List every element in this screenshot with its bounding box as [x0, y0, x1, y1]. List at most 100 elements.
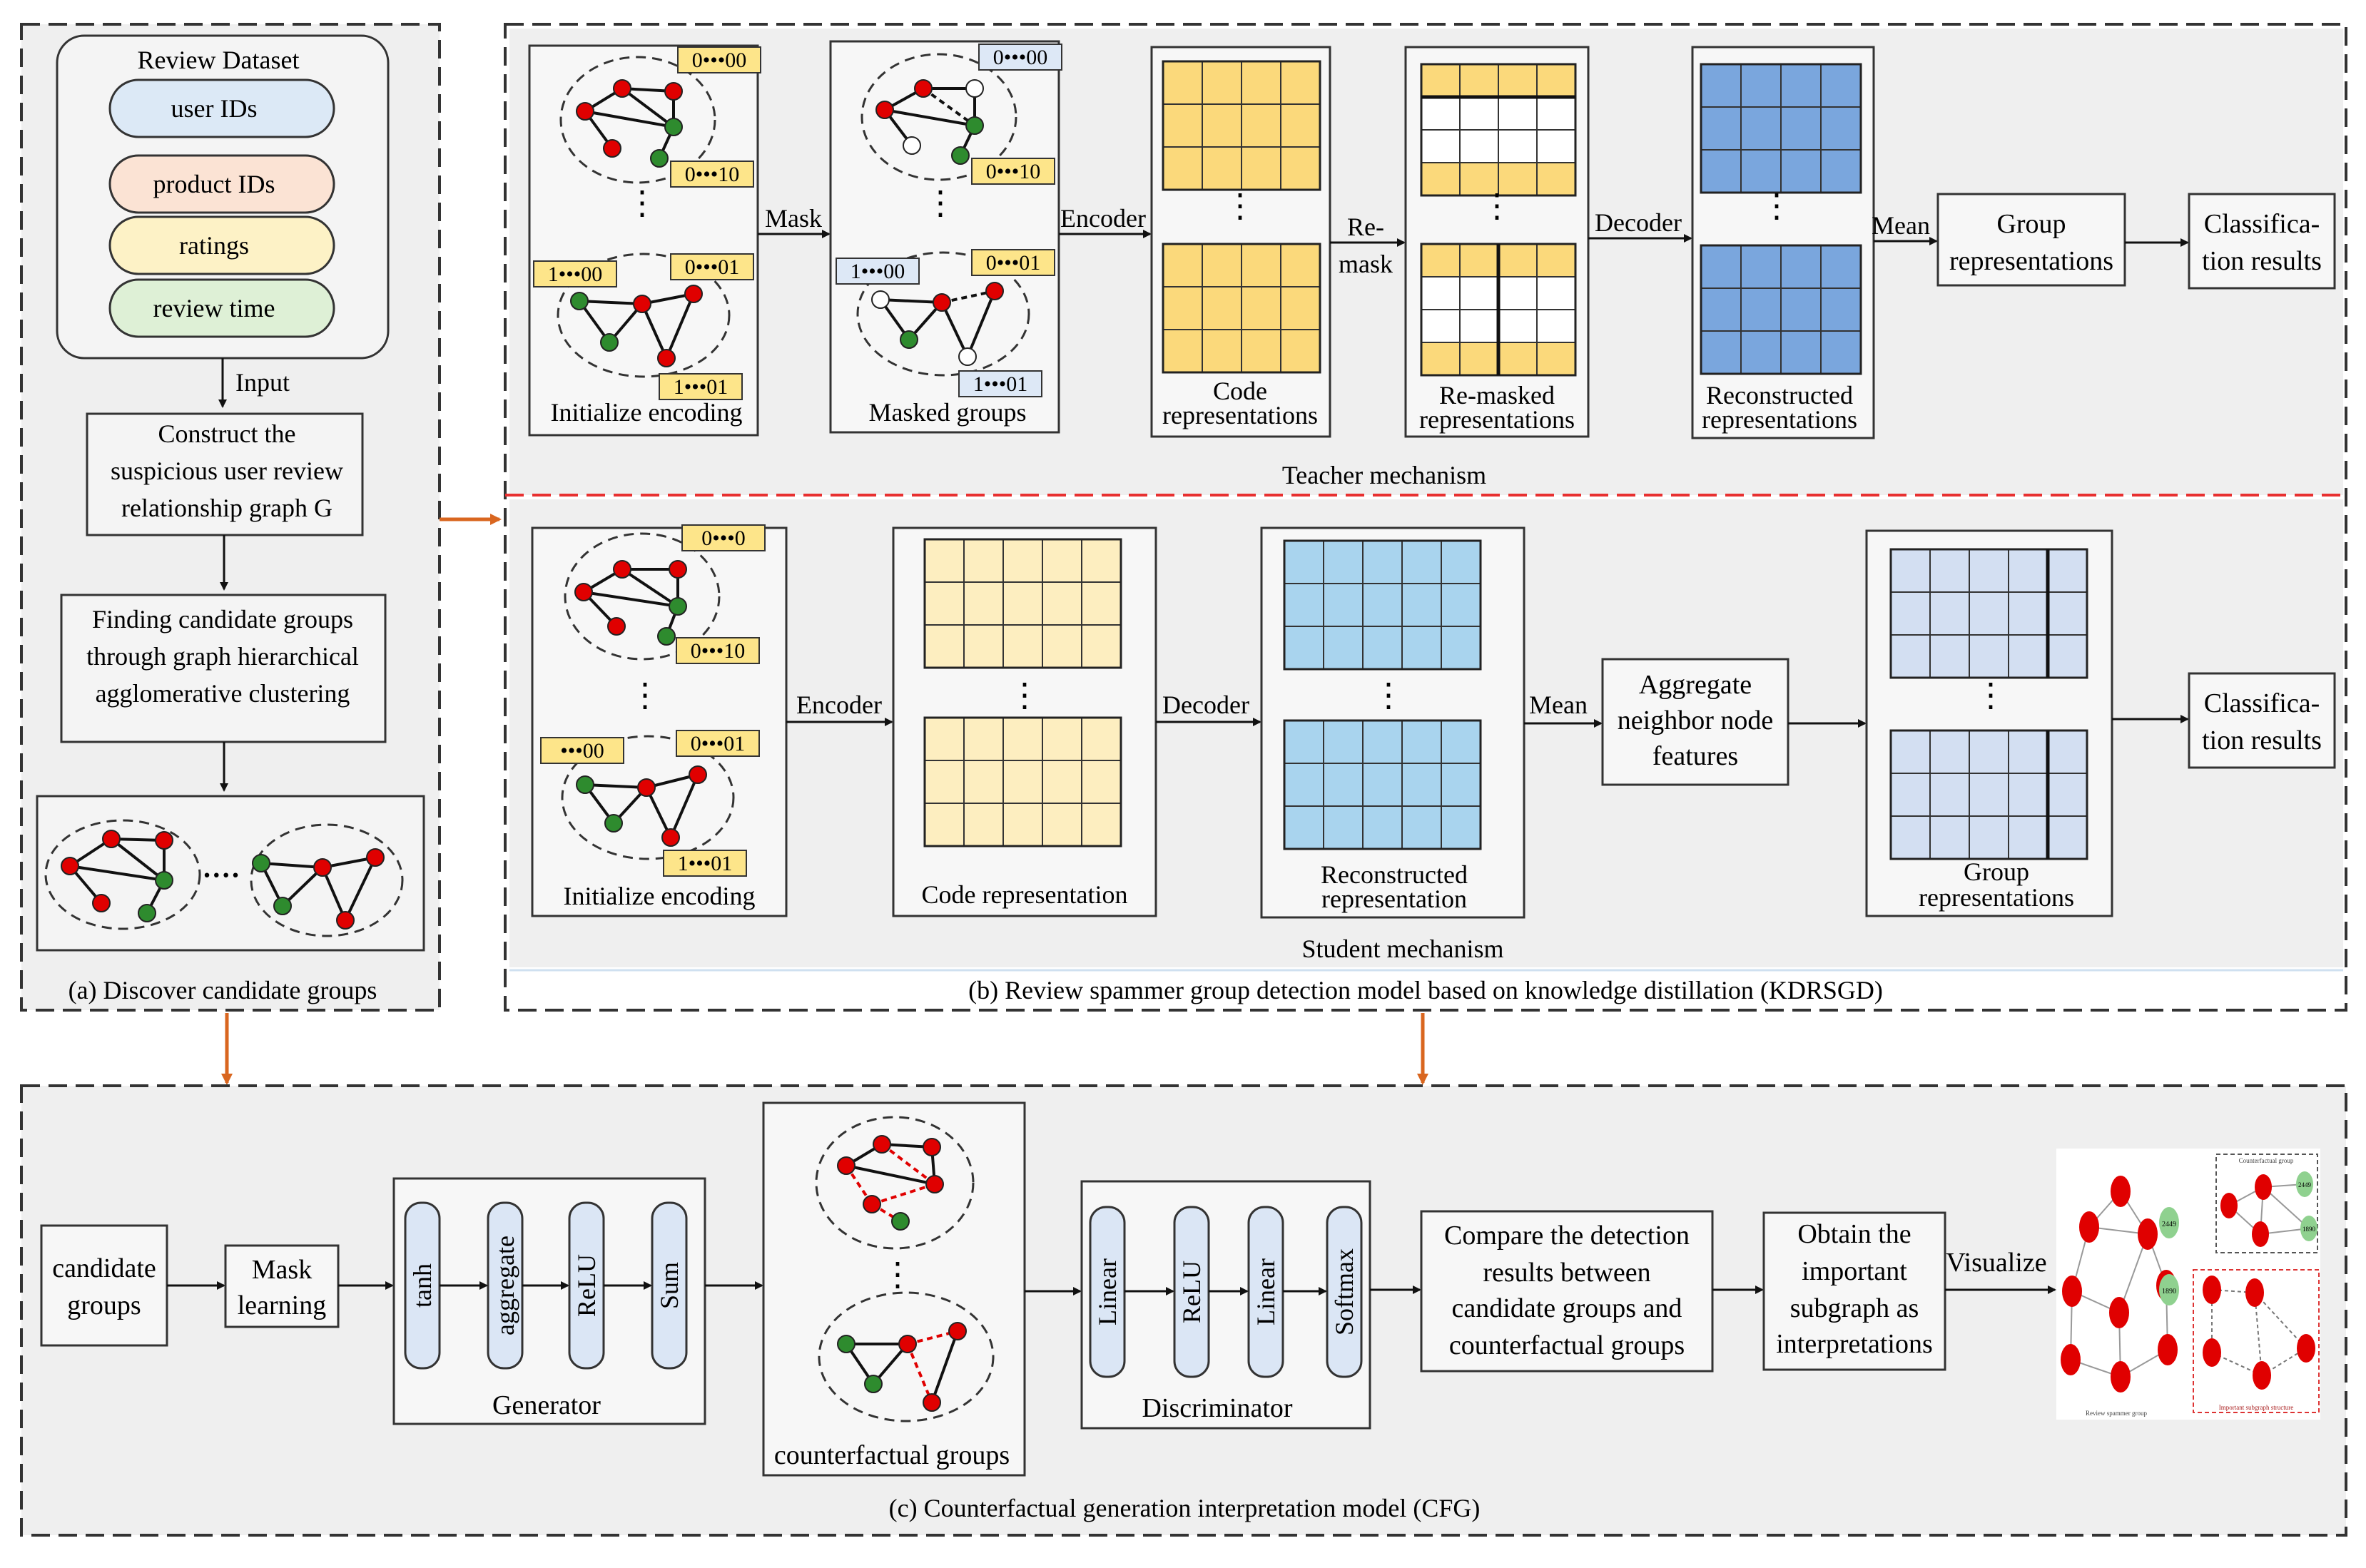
grid-cell — [1441, 540, 1481, 584]
graph-node — [903, 136, 921, 155]
remasked-label-1: Re-masked — [1439, 381, 1555, 409]
grid-cell — [1536, 276, 1576, 310]
layer-pill — [651, 1201, 688, 1370]
grid-cell — [1202, 61, 1242, 105]
student-code-grids — [923, 538, 1122, 847]
grid-cell — [1241, 286, 1281, 330]
counterfactual-groups-box — [762, 1101, 1026, 1477]
graph-node — [61, 857, 79, 875]
group-ellipse — [250, 823, 404, 937]
grid-cell — [1042, 581, 1082, 626]
teacher-mean-label: Mean — [1872, 211, 1930, 240]
viz-subgraph-frame — [2193, 1269, 2320, 1413]
grid-cell — [1042, 717, 1082, 761]
graph-node — [607, 617, 626, 636]
grid-cell — [1162, 329, 1203, 373]
grid-cell — [1284, 720, 1324, 764]
code-tag-label: 1•••00 — [548, 263, 603, 286]
grid-cell — [1323, 805, 1364, 850]
layer-label: Linear — [1093, 1258, 1122, 1325]
code-tag — [663, 850, 747, 877]
student-group-grids — [1889, 548, 2088, 860]
graph-node — [273, 897, 292, 915]
grid-cell — [1441, 626, 1481, 670]
grid-cell — [1459, 342, 1499, 376]
viz-cf-node — [2296, 1171, 2313, 1197]
grid-cell — [1162, 243, 1203, 287]
grid-cell — [1280, 329, 1321, 373]
remask-label-1: Re- — [1347, 213, 1384, 241]
graph-edge — [69, 865, 165, 882]
graph-node — [313, 858, 332, 877]
graph-node — [661, 828, 680, 847]
grid-cell — [1740, 149, 1782, 193]
graph-edge — [880, 1143, 936, 1186]
grid-cell — [1890, 591, 1931, 636]
grid-cell — [1042, 803, 1082, 847]
visualization-panel — [2056, 1149, 2320, 1420]
grid-cell — [2047, 591, 2088, 636]
grid-cell — [1441, 763, 1481, 807]
masked-groups-graphs — [856, 53, 1030, 377]
cf-vdots: ⋮ — [881, 1256, 914, 1293]
grid-cell — [1740, 245, 1782, 289]
construct-graph-box — [86, 412, 364, 536]
grid-cell — [1498, 243, 1538, 278]
grid-cell — [1780, 330, 1822, 375]
student-class-line-2: tion results — [2202, 726, 2322, 755]
grid-cell — [1081, 624, 1122, 668]
grid-cell — [1280, 146, 1321, 190]
graph-node — [657, 349, 676, 367]
grid-cell — [1929, 591, 1970, 636]
viz-cf-node — [2300, 1216, 2317, 1241]
aggregate-neighbor-box — [1601, 658, 1789, 786]
student-recon-label-2: representation — [1321, 885, 1467, 913]
dataset-pill-label: review time — [153, 294, 275, 322]
grid-cell — [1002, 717, 1043, 761]
group-ellipse — [561, 735, 735, 860]
grid-cell — [1323, 583, 1364, 627]
viz-counterfactual-frame — [2215, 1154, 2318, 1253]
grid-frame — [1162, 60, 1321, 191]
counterfactual-groups-label: counterfactual groups — [774, 1440, 1010, 1470]
grid-cell — [1929, 730, 1970, 774]
graph-edge — [110, 838, 166, 882]
code-tag — [533, 260, 617, 287]
group-ellipse — [564, 532, 721, 661]
graph-node — [252, 854, 270, 872]
graph-node — [336, 911, 355, 930]
remasked-label-2: representations — [1419, 405, 1575, 434]
code-tag-label: •••00 — [560, 739, 604, 763]
counterfactual-graphs — [815, 1116, 995, 1422]
grid-cell — [2008, 549, 2048, 593]
student-group-label-1: Group — [1964, 857, 2029, 886]
teacher-encoder-label: Encoder — [1060, 204, 1146, 233]
group-ellipse — [860, 53, 1017, 181]
grid-frame — [1700, 244, 1862, 375]
graph-edge — [906, 1343, 933, 1403]
graph-edge — [260, 862, 323, 869]
grid-cell — [1700, 330, 1742, 375]
graph-node — [664, 82, 683, 101]
grid-cell — [1202, 286, 1242, 330]
grid-cell — [963, 760, 1004, 804]
viz-sub-node — [2253, 1361, 2271, 1390]
grid-cell — [1740, 287, 1782, 332]
student-recon-vdots: ⋮ — [1372, 677, 1405, 713]
grid-cell — [1042, 624, 1082, 668]
grid-cell — [1401, 583, 1442, 627]
candidate-groups-preview — [44, 819, 404, 937]
masked-vdots: ⋮ — [924, 185, 957, 221]
code-tag — [670, 161, 754, 188]
grid-cell — [1969, 591, 2009, 636]
student-decoder-label: Decoder — [1162, 691, 1249, 719]
teacher-group-line-2: representations — [1949, 246, 2113, 276]
recon-label-2: representations — [1702, 405, 1857, 434]
remask-vdots: ⋮ — [1481, 188, 1513, 224]
graph-node — [570, 292, 589, 310]
student-group-vdots: ⋮ — [1974, 677, 2007, 713]
graph-edge — [584, 783, 647, 789]
grid-cell — [1401, 540, 1442, 584]
